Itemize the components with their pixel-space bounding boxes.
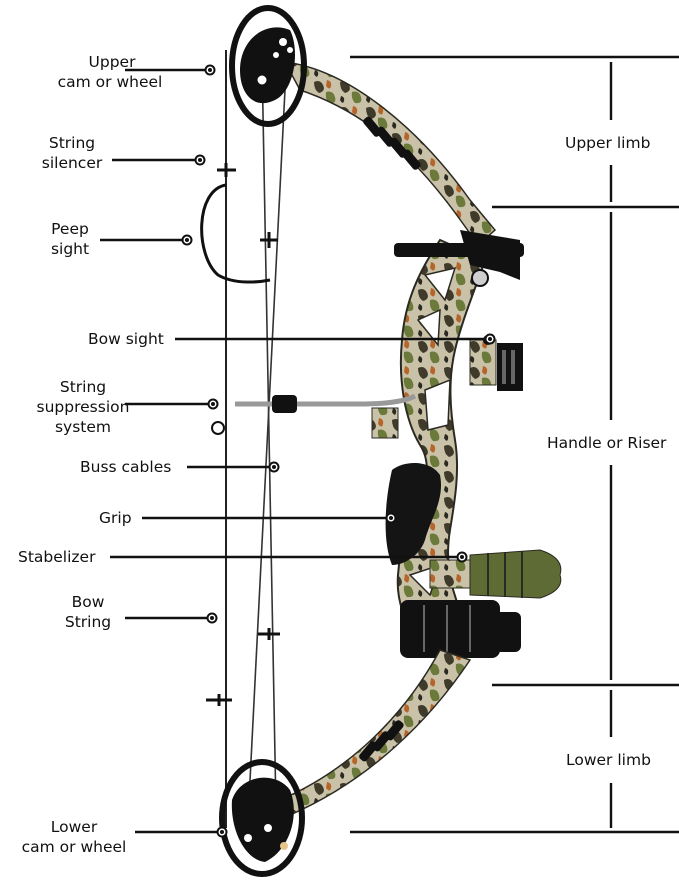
quiver [400,600,521,658]
lower-cam-wheel [219,759,305,877]
label-string-silencer-line1: String [48,134,96,152]
section-upper-limb: Upper limb [565,134,651,152]
string-suppression-rod [211,393,417,439]
label-grip: Grip [99,509,132,527]
label-string-silencer: String silencer [32,133,112,173]
label-upper-cam-line1: Upper [88,53,136,71]
label-upper-cam: Upper cam or wheel [52,52,172,92]
label-lower-cam: Lower cam or wheel [14,817,134,857]
label-string-suppression-line3: system [54,418,112,436]
stabilizer [429,549,562,599]
grip-shape [385,463,442,565]
label-upper-cam-line2: cam or wheel [57,73,163,91]
label-string-suppression: String suppression system [36,377,130,437]
section-lower-limb: Lower limb [566,751,651,769]
label-buss-cables: Buss cables [80,458,172,476]
label-string-suppression-line2: suppression [36,398,130,416]
label-peep-sight: Peep sight [30,219,110,259]
label-stabilizer: Stabelizer [18,548,96,566]
cable-slide-lower [258,628,280,640]
upper-cam-wheel [229,5,307,127]
label-lower-cam-line2: cam or wheel [21,838,127,856]
string-silencer-shape [217,163,236,177]
string-stop-lower [206,694,232,706]
label-bow-string-line1: Bow [71,593,105,611]
buss-cable-slide [260,232,278,248]
label-string-silencer-line2: silencer [41,154,103,172]
label-bow-sight: Bow sight [88,330,164,348]
label-peep-sight-line1: Peep [51,220,89,238]
buss-cable-1 [261,59,277,811]
label-peep-sight-line2: sight [50,240,90,258]
peep-sight-tube [200,183,271,284]
label-lower-cam-line1: Lower [50,818,98,836]
buss-cable-2 [247,69,287,821]
lower-limb-dampeners [359,720,404,762]
arrow-rest [394,230,524,287]
section-handle-riser: Handle or Riser [547,434,667,452]
label-string-suppression-line1: String [59,378,107,396]
label-bow-string-line2: String [64,613,112,631]
label-bow-string: Bow String [56,592,120,632]
upper-limb-dampeners [363,116,421,170]
